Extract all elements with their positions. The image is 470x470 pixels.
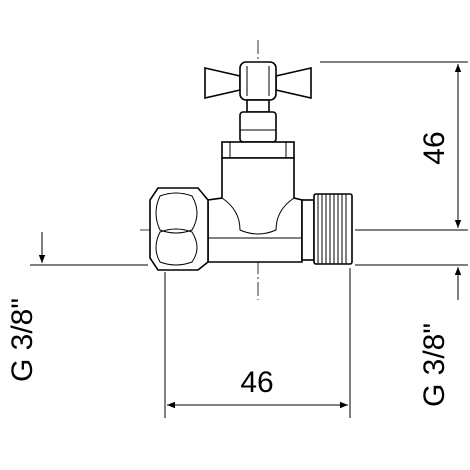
left-thread-dimension: G 3/8": [6, 232, 46, 382]
width-dimension: 46: [167, 366, 348, 409]
valve-bonnet: [221, 111, 295, 159]
extension-lines: [30, 61, 468, 418]
width-dimension-label: 46: [240, 366, 273, 399]
left-thread-label: G 3/8": [6, 298, 39, 382]
right-thread-dimension: G 3/8": [418, 267, 462, 407]
height-dimension: 46: [418, 64, 462, 228]
left-hex-nut: [149, 187, 209, 271]
height-dimension-label: 46: [418, 131, 451, 164]
valve-handle: [204, 61, 312, 113]
right-threaded-connector: [301, 193, 353, 265]
right-thread-label: G 3/8": [418, 323, 451, 407]
valve-body: [207, 157, 303, 263]
